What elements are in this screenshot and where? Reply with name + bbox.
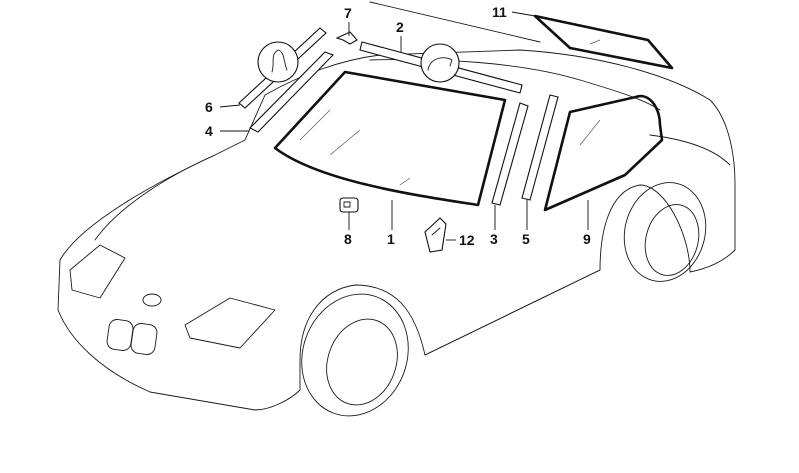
part-sensor	[339, 197, 359, 213]
pillar-trim-3	[491, 102, 529, 206]
right-headlight	[184, 297, 276, 349]
side-sill-line	[424, 269, 601, 356]
side-strip-4	[249, 51, 334, 133]
side-strip-detail-circle	[257, 41, 299, 83]
callout-4: 4	[205, 123, 213, 139]
kidney-grille-right	[130, 323, 158, 355]
callout-12: 12	[459, 232, 475, 248]
hood-line	[94, 154, 216, 241]
part-side-strips	[238, 27, 334, 133]
car-body	[57, 49, 736, 411]
callout-1: 1	[387, 231, 395, 247]
roof-trim-detail-circle	[420, 43, 460, 83]
part-side-window	[543, 94, 664, 212]
callout-9: 9	[583, 231, 591, 247]
callouts: 1 2 3 4 5 6 7 8 9 11 12	[205, 4, 591, 248]
front-wheel	[301, 293, 409, 417]
clip-7	[335, 31, 358, 45]
leader-lines	[219, 11, 589, 241]
emblem	[142, 293, 162, 307]
rear-wheel	[623, 182, 707, 282]
part-windshield	[273, 70, 507, 207]
kidney-grille-left	[106, 319, 134, 351]
callout-3: 3	[490, 231, 498, 247]
callout-6: 6	[205, 99, 213, 115]
callout-11: 11	[492, 4, 507, 20]
part-roof-trim	[359, 41, 523, 94]
part-bracket	[424, 217, 447, 253]
rear-window-frame	[533, 14, 674, 70]
side-window-frame	[543, 94, 664, 212]
car-body-outline	[57, 49, 736, 411]
callout-5: 5	[522, 231, 530, 247]
sensor-8	[339, 197, 359, 213]
pillar-trim-5	[521, 94, 559, 201]
part-pillar-trims	[491, 94, 559, 206]
part-clip	[335, 31, 358, 45]
windshield-frame	[273, 70, 507, 207]
callout-7: 7	[344, 5, 352, 21]
callout-8: 8	[344, 231, 352, 247]
bracket-12	[424, 217, 447, 253]
part-rear-window	[369, 1, 674, 70]
callout-2: 2	[396, 19, 404, 35]
left-headlight	[69, 244, 126, 299]
front-lights	[69, 244, 276, 355]
